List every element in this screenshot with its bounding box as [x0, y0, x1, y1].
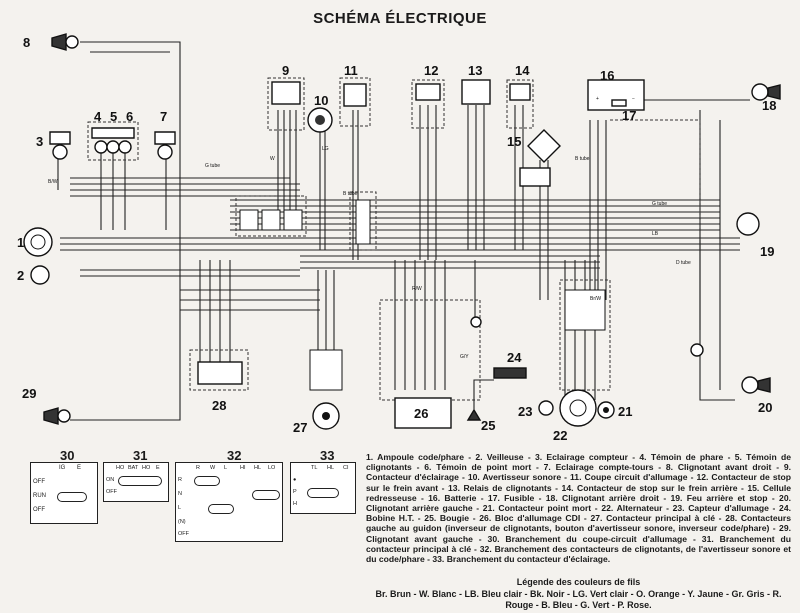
component-ignition-switch: [312, 402, 340, 430]
label-6: 6: [126, 109, 133, 124]
label-10: 10: [314, 93, 328, 108]
component-legend: 1. Ampoule code/phare - 2. Veilleuse - 3…: [366, 452, 791, 565]
label-14: 14: [515, 63, 530, 78]
label-16: 16: [600, 68, 614, 83]
component-spark-plug: [466, 379, 494, 421]
label-4: 4: [94, 109, 102, 124]
svg-text:LG: LG: [322, 146, 329, 152]
wire-harness: [57, 41, 750, 421]
component-left-handlebar-switches: [197, 361, 243, 385]
component-parking-light: [30, 265, 50, 285]
label-23: 23: [518, 404, 532, 419]
component-pickup-coil: [538, 400, 554, 416]
diagram-title: SCHÉMA ÉLECTRIQUE: [313, 10, 487, 27]
label-3: 3: [36, 134, 43, 149]
component-ignition-coil: [493, 367, 527, 379]
component-kill-switch: [343, 83, 367, 107]
component-neutral-switch: [597, 401, 615, 419]
component-front-right-turn-signal: [51, 33, 79, 51]
svg-text:D tube: D tube: [676, 260, 691, 266]
svg-text:B tube: B tube: [575, 156, 590, 162]
component-rear-left-turn-signal: [741, 376, 771, 394]
svg-text:G/Y: G/Y: [460, 354, 469, 360]
label-13: 13: [468, 63, 482, 78]
label-17: 17: [622, 108, 636, 123]
svg-text:G tube: G tube: [652, 201, 667, 207]
label-26: 26: [414, 406, 428, 421]
label-12: 12: [424, 63, 438, 78]
label-19: 19: [760, 244, 774, 259]
component-meter-light: [49, 131, 71, 160]
component-ground-points: [470, 316, 704, 357]
component-fuse: [611, 99, 627, 107]
label-21: 21: [618, 404, 632, 419]
component-rear-right-turn-signal: [751, 83, 781, 101]
label-28: 28: [212, 398, 226, 413]
component-tail-stop-light: [736, 212, 760, 236]
component-flasher-relay: [461, 79, 491, 105]
label-5: 5: [110, 109, 117, 124]
svg-text:W: W: [270, 156, 275, 162]
label-8: 8: [23, 35, 30, 50]
component-number-labels: 8 3 4 5 6 7 1 2 9 10 11 12 13 14 15 16 1…: [17, 35, 776, 443]
label-7: 7: [160, 109, 167, 124]
component-alternator: [559, 389, 597, 427]
svg-text:Br/W: Br/W: [590, 296, 601, 302]
label-2: 2: [17, 268, 24, 283]
label-27: 27: [293, 420, 307, 435]
label-9: 9: [282, 63, 289, 78]
svg-text:+: +: [596, 96, 599, 102]
label-1: 1: [17, 235, 24, 250]
label-29: 29: [22, 386, 36, 401]
component-rectifier: [519, 129, 561, 187]
component-tachometer-light: [154, 131, 176, 160]
label-25: 25: [481, 418, 495, 433]
label-18: 18: [762, 98, 776, 113]
component-rear-brake-switch: [509, 83, 531, 101]
wire-color-legend-title: Légende des couleurs de fils: [516, 577, 641, 587]
svg-text:−: −: [632, 96, 635, 102]
wire-color-legend: Br. Brun - W. Blanc - LB. Bleu clair - B…: [375, 589, 782, 610]
label-22: 22: [553, 428, 567, 443]
label-15: 15: [507, 134, 521, 149]
svg-text:B/W: B/W: [48, 179, 58, 185]
svg-text:B tube: B tube: [343, 191, 358, 197]
label-11: 11: [344, 63, 358, 78]
component-horn: [307, 107, 333, 133]
label-20: 20: [758, 400, 772, 415]
component-cdi-unit: [394, 397, 452, 429]
svg-text:G tube: G tube: [205, 163, 220, 169]
label-24: 24: [507, 350, 522, 365]
component-indicator-lamps: [91, 127, 135, 154]
svg-text:R/W: R/W: [412, 286, 422, 292]
component-front-left-turn-signal: [43, 407, 71, 425]
component-lighting-switch: [271, 81, 301, 105]
svg-text:LB: LB: [652, 231, 659, 237]
wire-color-tags: B/W G tube W B tube G tube LB D tube G/Y…: [48, 146, 691, 360]
component-front-brake-switch: [415, 83, 441, 101]
component-headlight: [23, 227, 53, 257]
